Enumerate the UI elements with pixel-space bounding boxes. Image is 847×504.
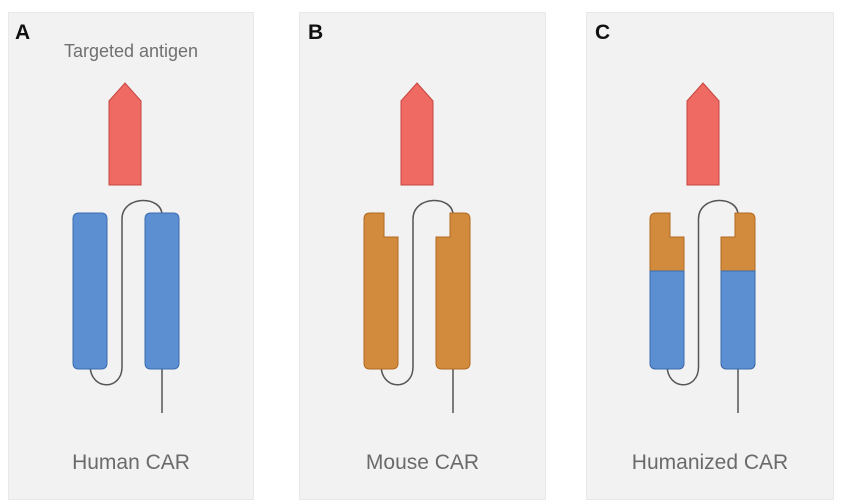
linker-line xyxy=(666,199,739,413)
panel-letter-b: B xyxy=(308,21,324,44)
panel-caption-a: Human CAR xyxy=(72,451,190,474)
panel-mouse-car: B Mouse CAR xyxy=(299,12,546,500)
humanized-car-diagram xyxy=(649,82,756,413)
targeted-antigen-label: Targeted antigen xyxy=(63,41,199,61)
panel-human-car: A Targeted antigen Human CAR xyxy=(8,12,254,500)
linker-line xyxy=(380,199,454,413)
panel-caption-c: Humanized CAR xyxy=(631,451,789,474)
human-region-right xyxy=(720,270,756,370)
car-domain-left xyxy=(363,212,399,370)
mouse-car-diagram xyxy=(363,82,471,413)
car-domain-right xyxy=(435,212,471,370)
car-domain-right xyxy=(144,212,180,370)
panel-letter-c: C xyxy=(595,21,611,44)
human-car-diagram xyxy=(72,82,180,413)
human-region-left xyxy=(649,270,685,370)
antigen-shape xyxy=(686,82,720,186)
panel-caption-b: Mouse CAR xyxy=(365,451,480,474)
antigen-shape xyxy=(108,82,142,186)
antigen-shape xyxy=(400,82,434,186)
car-domain-left xyxy=(72,212,108,370)
linker-line xyxy=(89,199,163,413)
panel-humanized-car: C Humanized CAR xyxy=(586,12,834,500)
panel-letter-a: A xyxy=(15,21,31,44)
